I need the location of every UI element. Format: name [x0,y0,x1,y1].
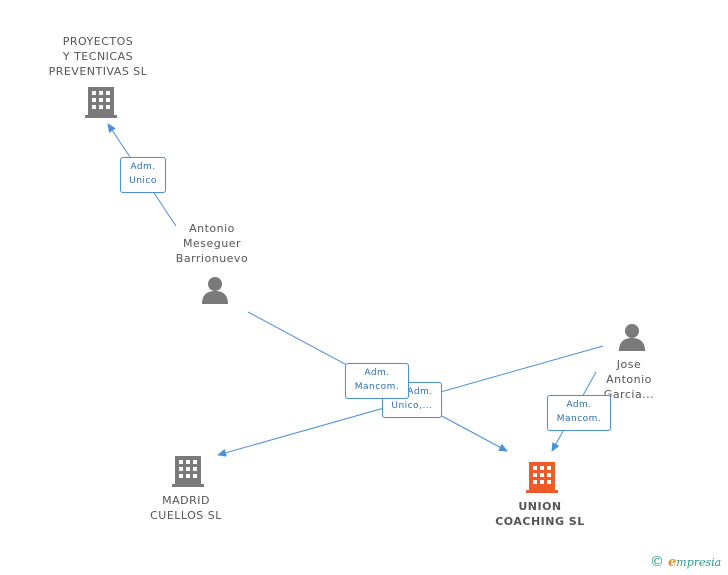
node-label-madrid: MADRID CUELLOS SL [150,494,222,522]
empresia-logo: © empresia [650,554,721,570]
badge-line1: Adm. [130,162,156,172]
node-label-antonio: Antonio Meseguer Barrionuevo [175,222,249,265]
role-badge-adm-unico[interactable]: Adm. Unico [120,157,166,193]
badge-line1: Adm. [407,387,433,397]
role-badge-adm-mancom[interactable]: Adm. Mancom. [547,395,611,431]
node-label-proyectos: PROYECTOS Y TECNICAS PREVENTIVAS SL [48,35,148,78]
node-label-jose: Jose Antonio Garcia... [603,358,655,401]
person-icon[interactable] [617,322,647,352]
node-label-union: UNION COACHING SL [495,500,585,528]
badge-line2: Unico,... [391,401,433,411]
brand-initial: e [668,555,677,570]
badge-line1: Adm. [364,368,390,378]
role-badge-adm-mancom[interactable]: Adm. Mancom. [345,363,409,399]
building-icon[interactable] [85,85,117,119]
badge-line1: Adm. [566,400,592,410]
building-icon[interactable] [526,460,558,494]
copyright-icon: © [650,554,664,570]
brand-name: mpresia [676,556,722,569]
badge-line2: Mancom. [354,382,400,392]
badge-line2: Unico [129,176,157,186]
building-icon[interactable] [172,454,204,488]
person-icon[interactable] [200,275,230,305]
badge-line2: Mancom. [556,414,602,424]
